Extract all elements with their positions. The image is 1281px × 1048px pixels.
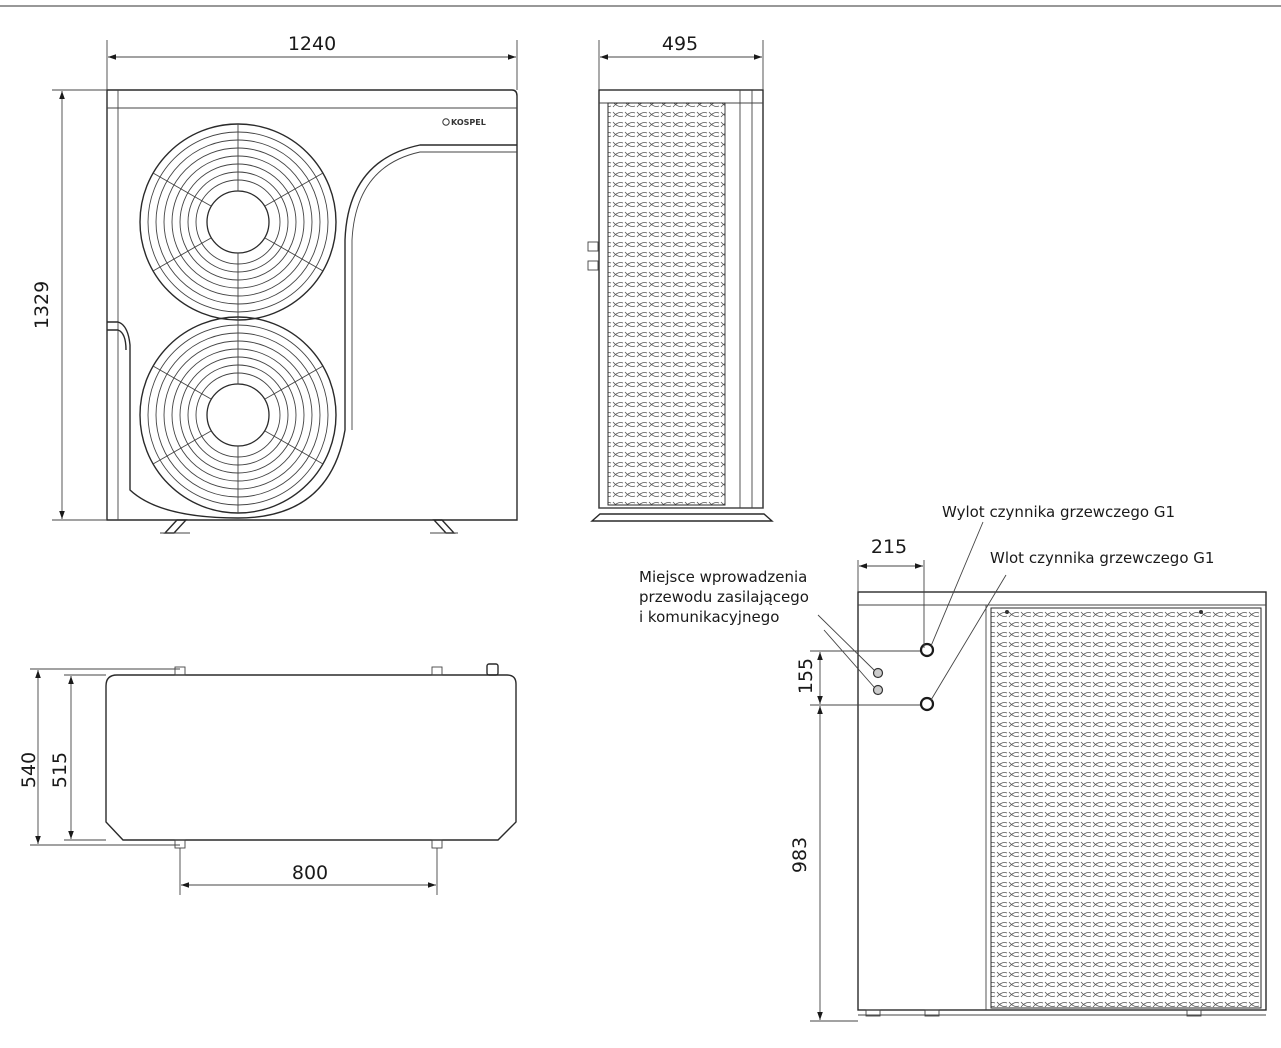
cable-entry-label-line3: i komunikacyjnego bbox=[639, 608, 779, 626]
dim-pipe-offset-label: 215 bbox=[871, 536, 907, 558]
dim-inner-depth-label: 515 bbox=[49, 752, 71, 788]
upper-fan bbox=[139, 123, 337, 321]
cable-entry-label-line2: przewodu zasilającego bbox=[639, 588, 809, 606]
side-view: 495 bbox=[587, 33, 774, 522]
lower-fan bbox=[139, 316, 337, 514]
dim-width-label: 1240 bbox=[288, 33, 336, 55]
inlet-pipe-icon bbox=[919, 696, 935, 712]
inlet-label: Wlot czynnika grzewczego G1 bbox=[990, 549, 1214, 567]
front-view: KOSPEL bbox=[31, 33, 518, 534]
dim-base-depth-label: 540 bbox=[18, 752, 40, 788]
top-view: 540 515 800 bbox=[18, 663, 517, 895]
brand-logo-text: KOSPEL bbox=[451, 118, 486, 127]
dim-feet-spacing-label: 800 bbox=[292, 862, 328, 884]
cable-gland-icon bbox=[872, 667, 884, 679]
dim-pipe-spacing-label: 155 bbox=[795, 658, 817, 694]
cable-entry-label-line1: Miejsce wprowadzenia bbox=[639, 568, 807, 586]
dim-lower-pipe-height-label: 983 bbox=[789, 837, 811, 873]
rear-view: 215 155 983 Wylot czynnika grzewczego G1… bbox=[639, 503, 1267, 1022]
dim-height-label: 1329 bbox=[31, 281, 53, 329]
dim-depth-label: 495 bbox=[662, 33, 698, 55]
kospel-logo-icon bbox=[442, 118, 450, 126]
outlet-label: Wylot czynnika grzewczego G1 bbox=[942, 503, 1175, 521]
cable-gland-icon bbox=[872, 684, 884, 696]
